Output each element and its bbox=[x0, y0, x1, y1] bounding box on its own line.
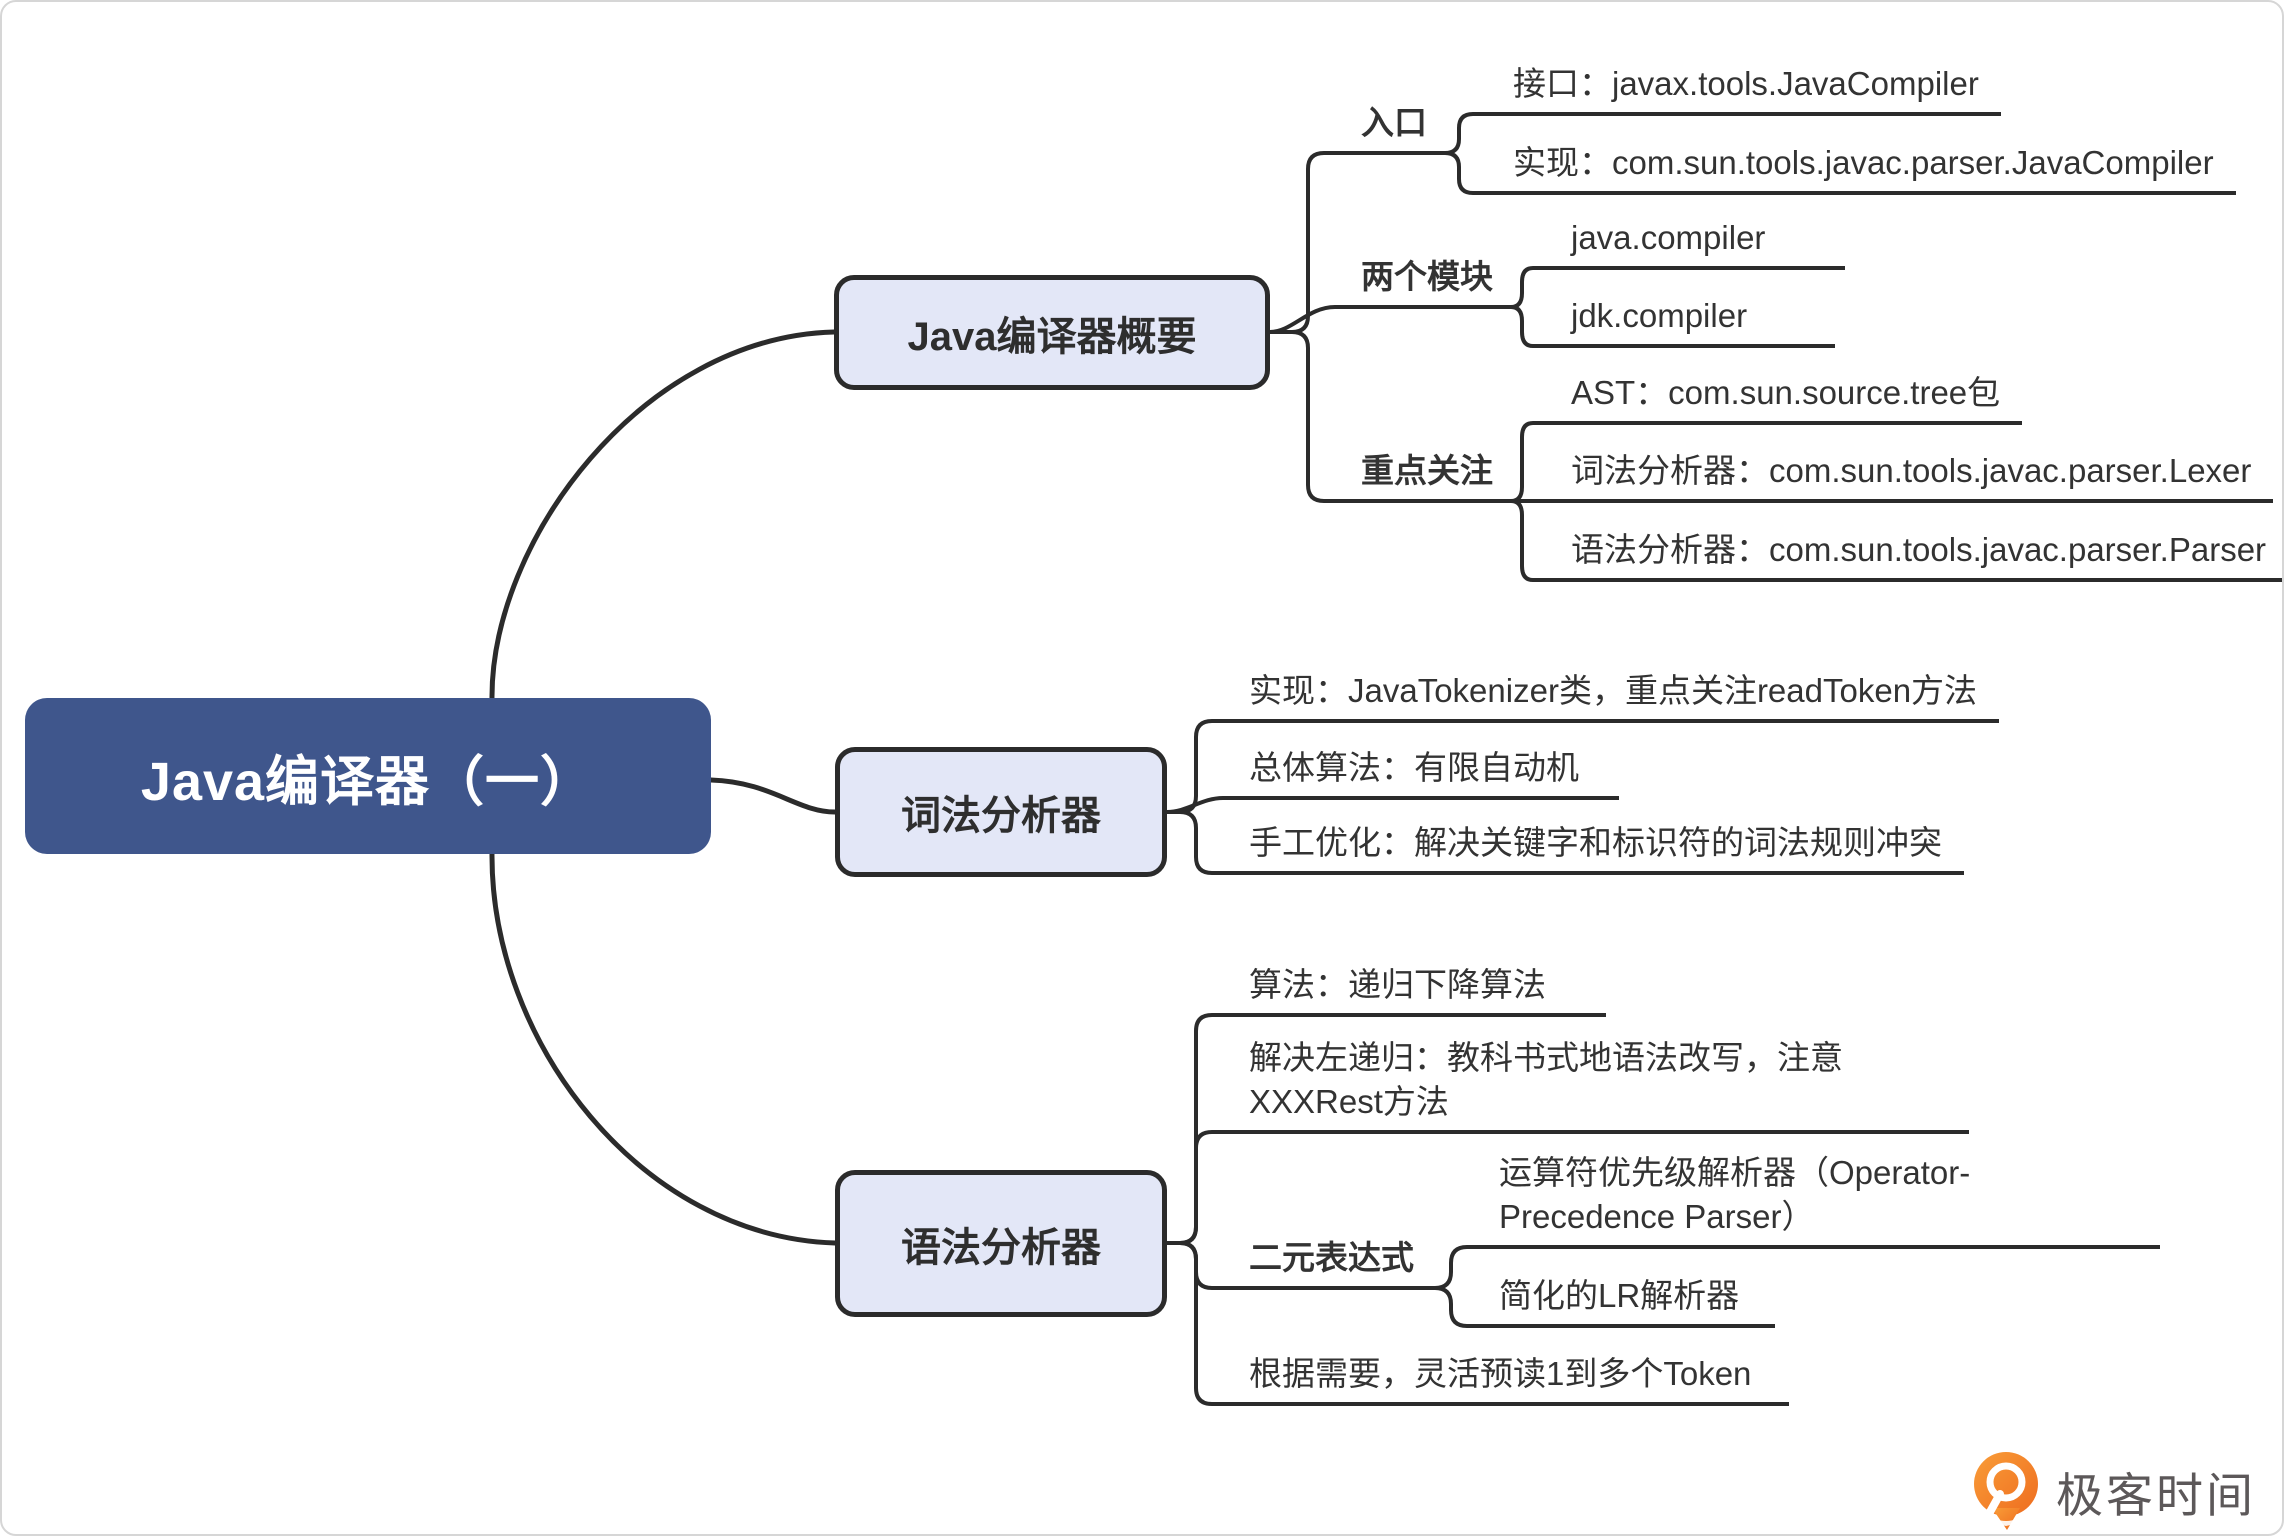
node-entry: 入口 bbox=[1335, 101, 1449, 155]
branch-node-java-compiler-overview: Java编译器概要 bbox=[834, 275, 1270, 390]
leaf-left-recursion: 解决左递归：教科书式地语法改写，注意XXXRest方法 bbox=[1223, 1036, 1969, 1134]
root-node-label: Java编译器（一） bbox=[140, 751, 596, 812]
node-two-modules: 两个模块 bbox=[1335, 255, 1515, 309]
leaf-overall-algorithm: 总体算法：有限自动机 bbox=[1223, 746, 1619, 800]
node-key-focus: 重点关注 bbox=[1335, 449, 1515, 503]
geektime-watermark: 极客时间 bbox=[1970, 1450, 2256, 1532]
leaf-lexer: 词法分析器：com.sun.tools.javac.parser.Lexer bbox=[1533, 449, 2274, 503]
branch-node-syntax-analyzer: 语法分析器 bbox=[835, 1170, 1167, 1317]
branch-node-label: Java编译器概要 bbox=[907, 314, 1197, 359]
branch-node-lexical-analyzer: 词法分析器 bbox=[835, 747, 1167, 877]
leaf-algorithm: 算法：递归下降算法 bbox=[1223, 963, 1606, 1017]
leaf-tokenizer-implementation: 实现：JavaTokenizer类，重点关注readToken方法 bbox=[1223, 669, 2000, 723]
leaf-parser: 语法分析器：com.sun.tools.javac.parser.Parser bbox=[1533, 528, 2282, 582]
node-binary-expression: 二元表达式 bbox=[1223, 1236, 1436, 1290]
branch-node-label: 语法分析器 bbox=[901, 1225, 1101, 1270]
leaf-manual-optimization: 手工优化：解决关键字和标识符的词法规则冲突 bbox=[1223, 821, 1964, 875]
leaf-token-lookahead: 根据需要，灵活预读1到多个Token bbox=[1223, 1352, 1790, 1406]
leaf-operator-precedence-parser: 运算符优先级解析器（Operator-Precedence Parser） bbox=[1470, 1151, 2160, 1249]
leaf-jdk-compiler-module: jdk.compiler bbox=[1533, 294, 1836, 348]
leaf-java-compiler-module: java.compiler bbox=[1533, 216, 1846, 270]
leaf-ast: AST：com.sun.source.tree包 bbox=[1533, 371, 2023, 425]
branch2-connectors bbox=[1165, 719, 1225, 875]
leaf-implementation: 实现：com.sun.tools.javac.parser.JavaCompil… bbox=[1473, 141, 2236, 195]
leaf-simplified-lr-parser: 简化的LR解析器 bbox=[1470, 1274, 1776, 1328]
branch-node-label: 词法分析器 bbox=[901, 794, 1101, 838]
geektime-logo-icon bbox=[1974, 1452, 2038, 1530]
geektime-wordmark: 极客时间 bbox=[2056, 1468, 2256, 1522]
leaf-interface: 接口：javax.tools.JavaCompiler bbox=[1473, 62, 2001, 116]
root-node: Java编译器（一） bbox=[25, 698, 711, 854]
